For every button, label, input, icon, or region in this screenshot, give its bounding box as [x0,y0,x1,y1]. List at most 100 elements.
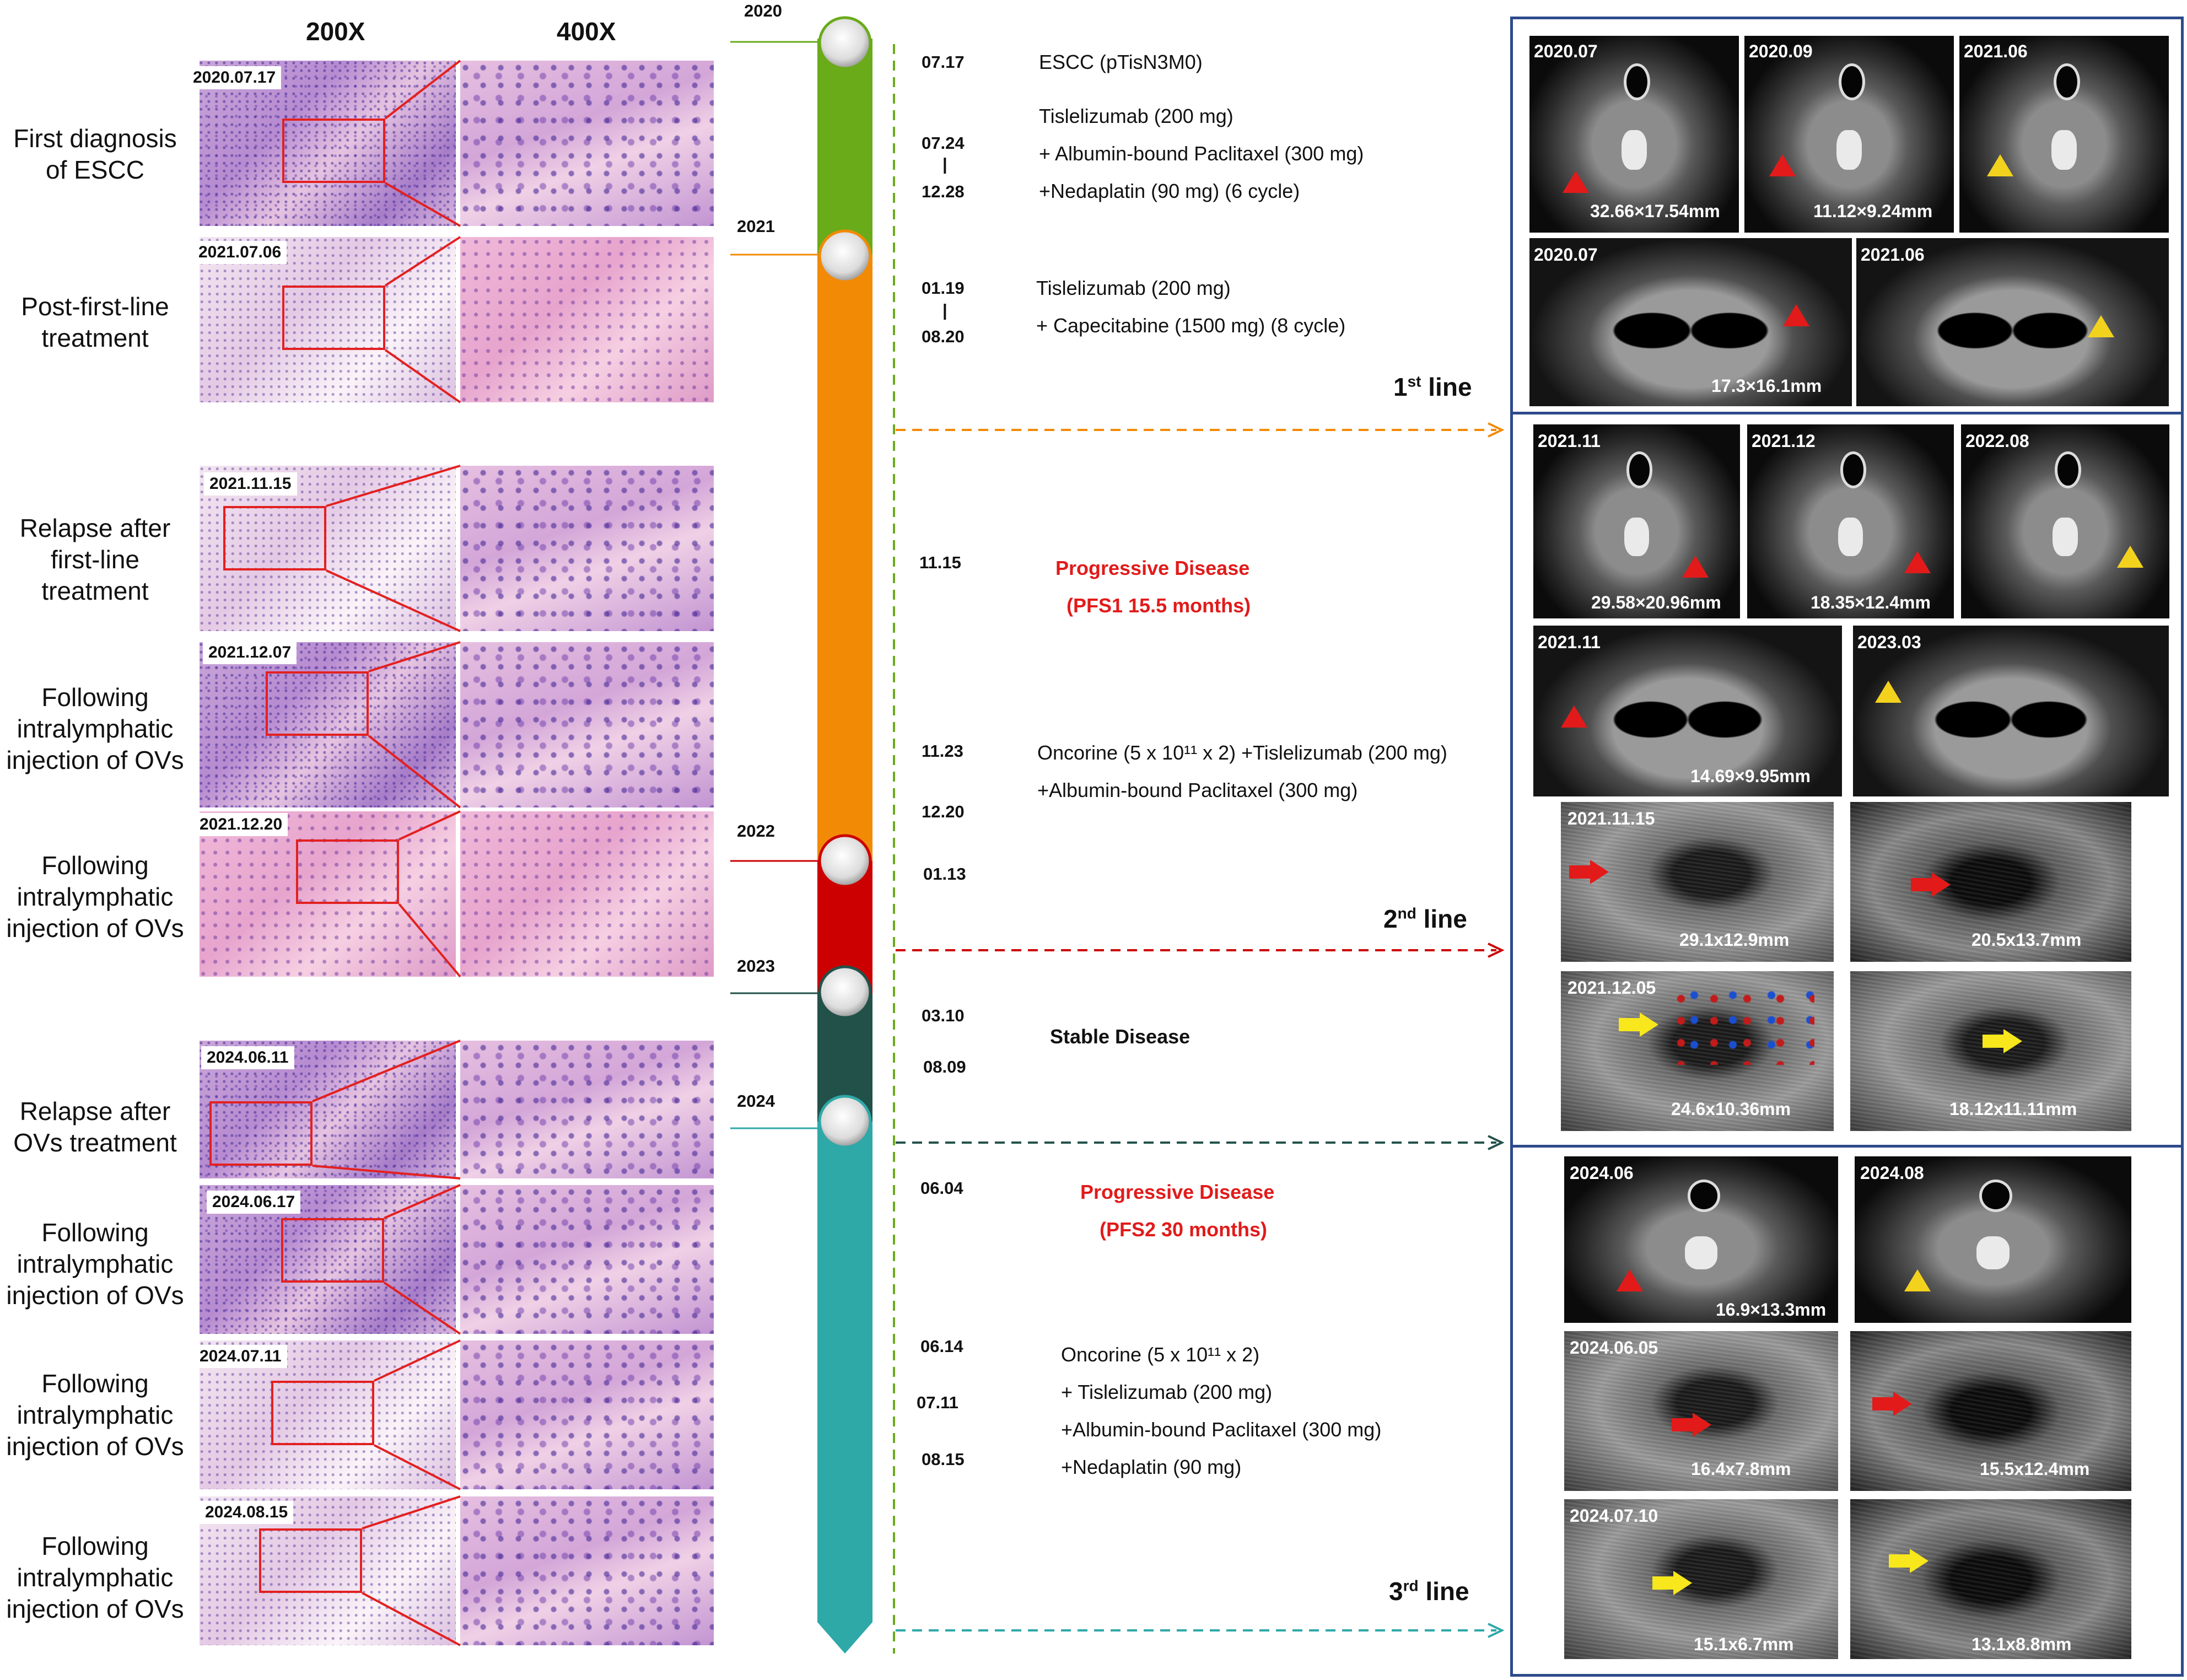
event-date: 11.15 [919,553,961,572]
stage-label: Relapse after first-line treatment [19,514,171,605]
year-node-2023 [818,965,872,1019]
column-header-400x: 400X [557,17,616,46]
stage-label: Following intralymphatic injection of OV… [6,851,184,943]
ct-neck-scan: 2024.06 16.9×13.3mm [1564,1156,1838,1323]
biopsy-date: 2020.07.17 [187,66,282,89]
stage-label: Relapse after OVs treatment [13,1097,177,1157]
biopsy-date: 2021.11.15 [204,472,297,496]
treatment-line: + Albumin-bound Paclitaxel (300 mg) [1039,142,1364,165]
histology-image-400x [460,811,714,977]
event-date: 12.20 [922,802,965,821]
ct-chest-scan: 2023.03 [1853,626,2169,796]
timeline-segment-2024 [817,1122,872,1622]
event-date-separator: | [942,154,947,174]
lesion-marker-red-triangle [1617,1269,1643,1291]
biopsy-date: 2021.12.07 [203,641,297,664]
treatment-line-label-2nd: 2nd line [1383,904,1467,933]
ultrasound-scan: 2024.07.10 15.1x6.7mm [1564,1499,1838,1659]
event-date: 08.15 [922,1450,965,1469]
event-date-end: 08.20 [922,327,965,346]
ct-chest-scan: 2020.07 17.3×16.1mm [1529,238,1852,406]
event-date-start: 01.19 [922,278,965,298]
treatment-line-label-1st: 1st line [1393,373,1472,401]
histology-image-400x [460,1185,714,1334]
lesion-marker-yellow-triangle [2088,315,2114,337]
ultrasound-scan: 20.5x13.7mm [1850,802,2131,962]
status-stable-disease: Stable Disease [1050,1025,1191,1048]
biopsy-date: 2024.07.11 [194,1345,287,1368]
histology-image-400x [460,1496,714,1645]
zoom-connector-lines [312,60,461,1646]
treatment-line-label-3rd: 3rd line [1389,1577,1469,1606]
status-pfs1: (PFS1 15.5 months) [1066,594,1251,617]
treatment-line: Oncorine (5 x 10¹¹ x 2) +Tislelizumab (2… [1037,741,1447,764]
ultrasound-scan: 18.12x11.11mm [1850,971,2131,1131]
timeline-segment-2021 [817,255,872,861]
histology-image-400x [460,1041,714,1178]
event-date-separator: | [942,300,947,320]
histology-image-200x [200,811,456,977]
biopsy-date: 2024.06.11 [201,1046,294,1069]
histology-image-400x [460,61,714,226]
ct-chest-scan: 2021.11 14.69×9.95mm [1533,626,1842,796]
event-date: 03.10 [922,1006,965,1025]
status-progressive-disease: Progressive Disease [1055,557,1250,579]
year-label-2022: 2022 [737,821,775,841]
zoom-region-box [259,1528,362,1593]
lesion-marker-red-triangle [1769,154,1796,176]
zoom-region-box [281,1218,384,1283]
zoom-region-box [282,119,385,183]
lesion-marker-red-arrow [1872,1392,1912,1416]
zoom-region-box [209,1101,313,1166]
ct-neck-scan: 2021.11 29.58×20.96mm [1533,424,1740,618]
status-progressive-disease: Progressive Disease [1080,1181,1275,1203]
event-date: 07.11 [917,1393,958,1412]
timeline-segment-2020 [817,39,872,255]
lesion-marker-red-triangle [1561,706,1587,728]
event-date: 06.14 [920,1337,963,1356]
lesion-marker-yellow-triangle [1904,1269,1931,1291]
stage-label: Following intralymphatic injection of OV… [6,1218,184,1310]
zoom-region-box [271,1381,374,1445]
biopsy-date: 2021.07.06 [193,241,287,264]
lesion-marker-yellow-triangle [2117,546,2143,568]
stage-label: Following intralymphatic injection of OV… [6,1532,184,1623]
year-node-2022 [818,834,872,888]
event-date: 07.17 [922,52,965,72]
ct-neck-scan: 2021.12 18.35×12.4mm [1747,424,1954,618]
event-date: 06.04 [920,1178,963,1198]
ultrasound-doppler-scan: 2021.12.05 24.6x10.36mm [1561,971,1834,1131]
year-label-2023: 2023 [737,956,775,976]
year-node-2024 [818,1095,872,1149]
stage-label: Post-first-line treatment [21,292,169,352]
year-node-2020 [818,16,872,70]
lesion-marker-yellow-arrow [1652,1571,1692,1595]
lesion-marker-red-arrow [1569,860,1609,884]
lesion-marker-yellow-arrow [1889,1549,1929,1573]
lesion-marker-red-arrow [1672,1413,1711,1437]
zoom-region-box [223,506,326,570]
lesion-marker-yellow-arrow [1983,1029,2022,1053]
lesion-marker-red-triangle [1904,551,1931,573]
ultrasound-scan: 15.5x12.4mm [1850,1331,2131,1491]
lesion-marker-red-triangle [1783,304,1809,326]
year-label-2024: 2024 [737,1091,775,1111]
histology-image-400x [460,466,714,631]
event-date: 08.09 [923,1057,966,1076]
lesion-marker-yellow-triangle [1875,681,1901,703]
biopsy-date: 2024.06.17 [207,1191,301,1214]
treatment-line: +Nedaplatin (90 mg) [1061,1456,1242,1478]
histology-image-200x [200,642,456,807]
lesion-marker-red-arrow [1911,873,1951,897]
ct-neck-scan: 2024.08 [1855,1156,2131,1323]
histology-image-200x [200,237,456,402]
treatment-line: +Albumin-bound Paclitaxel (300 mg) [1061,1418,1382,1441]
ct-chest-scan: 2021.06 [1856,238,2169,406]
lesion-marker-red-triangle [1563,171,1589,193]
treatment-line: Oncorine (5 x 10¹¹ x 2) [1061,1343,1260,1366]
ct-neck-scan: 2021.06 [1959,36,2169,233]
biopsy-date: 2021.12.20 [194,813,288,836]
treatment-line: Tislelizumab (200 mg) [1039,105,1233,127]
imaging-panel-3rd-line [1510,1145,2184,1677]
